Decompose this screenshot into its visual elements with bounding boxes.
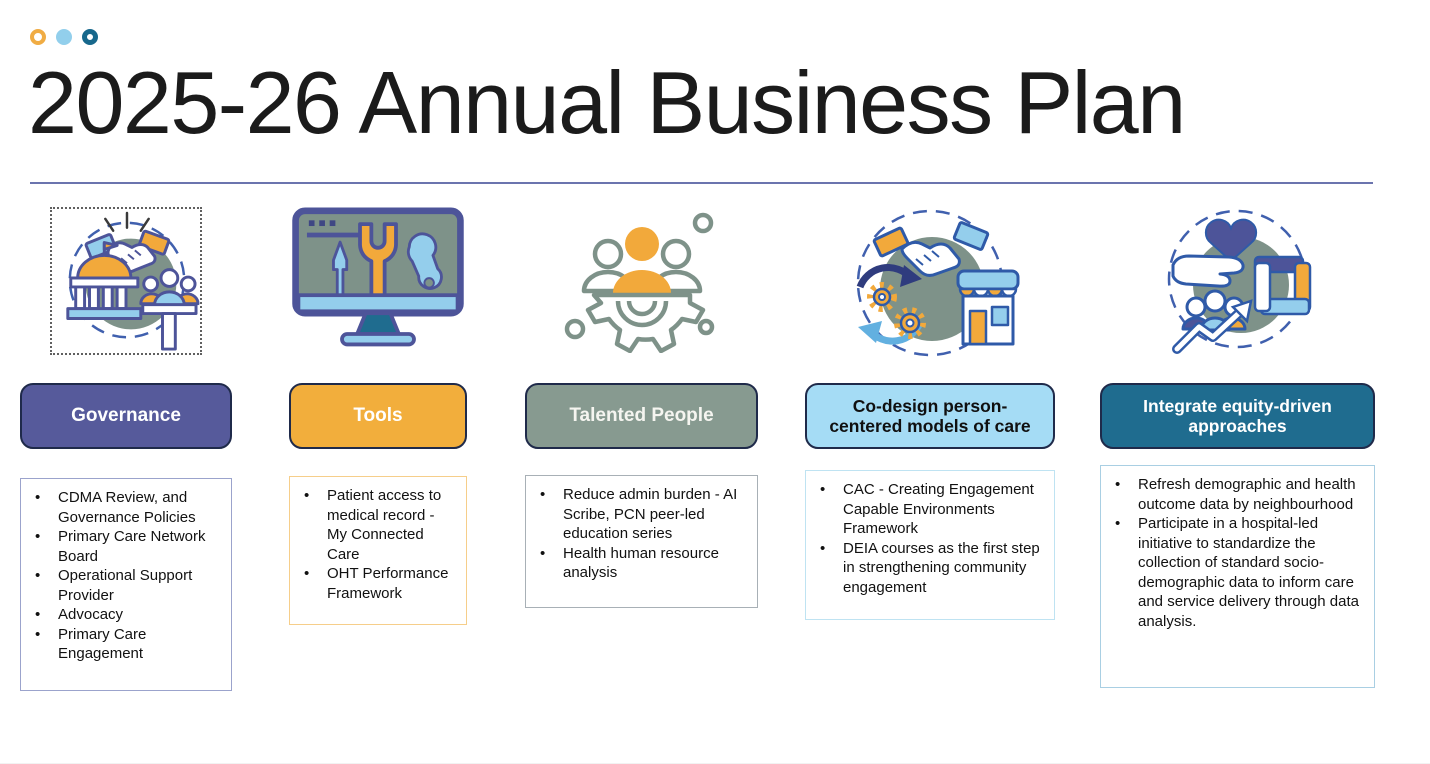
- list-item: OHT Performance Framework: [290, 564, 460, 603]
- list-item: Advocacy: [21, 605, 225, 625]
- governance-handshake-building-icon: [50, 207, 202, 355]
- codesign-list-box: CAC - Creating Engagement Capable Enviro…: [805, 470, 1055, 620]
- list-item: Patient access to medical record - My Co…: [290, 486, 460, 564]
- list-item: CDMA Review, and Governance Policies: [21, 488, 225, 527]
- slide-accent-dots: [30, 29, 98, 45]
- people-gear-icon: [562, 207, 722, 353]
- codesign-header-button[interactable]: Co-design person-centered models of care: [805, 383, 1055, 449]
- list-item: Health human resource analysis: [526, 544, 751, 583]
- governance-list-box: CDMA Review, and Governance Policies Pri…: [20, 478, 232, 691]
- list-item: CAC - Creating Engagement Capable Enviro…: [806, 480, 1048, 539]
- title-divider-line: [30, 182, 1373, 184]
- tools-header-button[interactable]: Tools: [289, 383, 467, 449]
- equity-header-button[interactable]: Integrate equity-driven approaches: [1100, 383, 1375, 449]
- heart-hands-equity-icon: [1149, 207, 1327, 359]
- list-item: Participate in a hospital-led initiative…: [1101, 514, 1368, 631]
- solid-dot-lightblue-icon: [56, 29, 72, 45]
- slide-title: 2025-26 Annual Business Plan: [28, 53, 1186, 152]
- tools-list-box: Patient access to medical record - My Co…: [289, 476, 467, 625]
- list-item: Reduce admin burden - AI Scribe, PCN pee…: [526, 485, 751, 544]
- ring-dot-teal-icon: [82, 29, 98, 45]
- list-item: Refresh demographic and health outcome d…: [1101, 475, 1368, 514]
- governance-header-button[interactable]: Governance: [20, 383, 232, 449]
- equity-list-box: Refresh demographic and health outcome d…: [1100, 465, 1375, 688]
- ring-dot-orange-icon: [30, 29, 46, 45]
- talented-people-list-box: Reduce admin burden - AI Scribe, PCN pee…: [525, 475, 758, 608]
- list-item: Primary Care Engagement: [21, 625, 225, 664]
- list-item: Primary Care Network Board: [21, 527, 225, 566]
- tools-monitor-wrench-icon: [288, 207, 468, 354]
- list-item: DEIA courses as the first step in streng…: [806, 539, 1048, 598]
- handshake-gears-storefront-icon: [828, 207, 1032, 359]
- list-item: Operational Support Provider: [21, 566, 225, 605]
- talented-people-header-button[interactable]: Talented People: [525, 383, 758, 449]
